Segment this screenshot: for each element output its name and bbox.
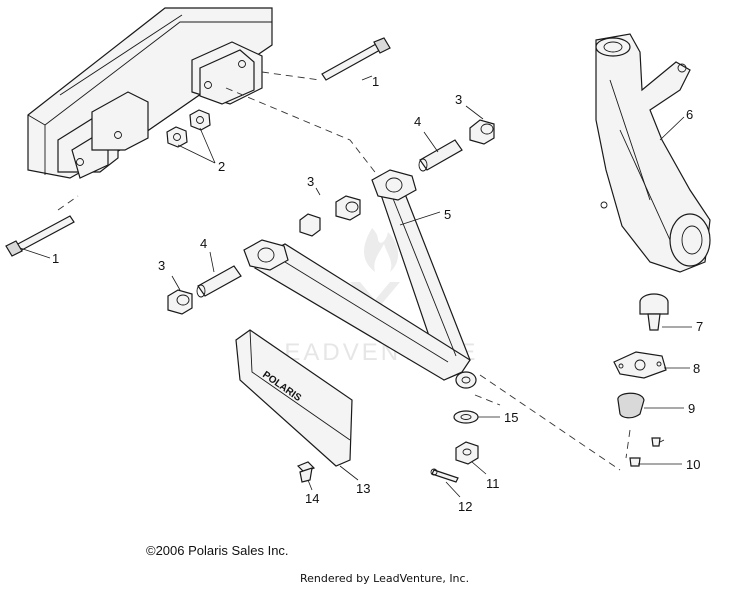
callout-1-upper: 1 <box>372 74 379 89</box>
retainer-plate <box>613 351 667 379</box>
callout-5: 5 <box>444 207 451 222</box>
dust-boot <box>617 392 645 419</box>
guard-bolt <box>296 461 316 483</box>
callout-4-upper: 4 <box>414 114 421 129</box>
leader-lines <box>19 75 692 498</box>
callouts: 1 1 2 3 3 3 4 4 5 6 7 8 9 10 11 12 13 14… <box>52 74 703 514</box>
callout-14: 14 <box>305 491 319 506</box>
castle-nut <box>455 441 479 465</box>
callout-3-upper-right: 3 <box>455 92 462 107</box>
callout-6: 6 <box>686 107 693 122</box>
bushing-upper-left <box>299 195 361 237</box>
bolt-upper <box>321 37 391 81</box>
callout-4-lower: 4 <box>200 236 207 251</box>
callout-3-upper-left: 3 <box>307 174 314 189</box>
a-arm <box>243 169 477 389</box>
cotter-pin <box>430 468 459 483</box>
alignment-lines <box>57 71 631 471</box>
washer <box>453 410 479 424</box>
nuts <box>166 109 211 148</box>
callout-15: 15 <box>504 410 518 425</box>
callout-13: 13 <box>356 481 370 496</box>
callout-7: 7 <box>696 319 703 334</box>
steering-spindle <box>595 33 711 273</box>
callout-9: 9 <box>688 401 695 416</box>
callout-2: 2 <box>218 159 225 174</box>
callout-11: 11 <box>486 476 500 491</box>
rendered-by-text: Rendered by LeadVenture, Inc. <box>300 572 470 585</box>
tube-lower <box>196 265 242 298</box>
callout-12: 12 <box>458 499 472 514</box>
frame-section <box>27 7 273 179</box>
callout-8: 8 <box>693 361 700 376</box>
callout-1-lower: 1 <box>52 251 59 266</box>
bolt-lower <box>5 215 75 257</box>
ball-joint <box>639 293 669 331</box>
tube-upper <box>418 139 463 172</box>
bushing-upper-right <box>469 119 495 145</box>
bushing-lower-left <box>167 289 193 315</box>
callout-10: 10 <box>686 457 700 472</box>
copyright-text: ©2006 Polaris Sales Inc. <box>146 543 289 558</box>
a-arm-guard: POLARIS <box>235 329 353 467</box>
callout-3-lower-left: 3 <box>158 258 165 273</box>
screws <box>629 437 661 467</box>
